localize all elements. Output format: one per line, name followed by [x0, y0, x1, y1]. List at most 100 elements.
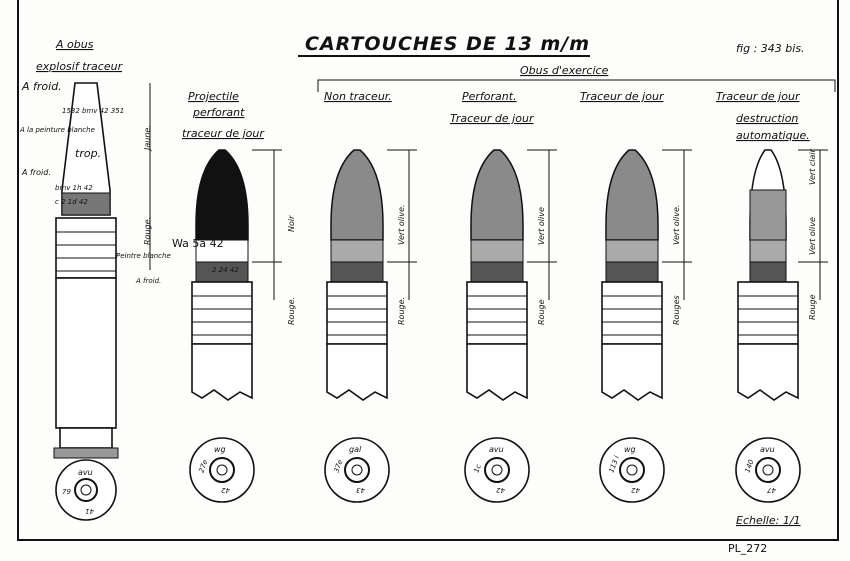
- cartridge-title-line: A obus: [55, 38, 94, 51]
- cartridge-1: A obus explosif traceur A froid. 1532 bmv 4…: [19, 38, 152, 521]
- driving-bands: [466, 281, 528, 345]
- annotation: Vert clair: [808, 148, 817, 185]
- headstamp-mark: 42: [631, 486, 640, 494]
- cartridge-case: [55, 277, 117, 429]
- base-headstamp: [735, 437, 801, 503]
- annotation: A froid.: [135, 277, 161, 285]
- figure-number: fig : 343 bis.: [736, 42, 805, 55]
- primer-ring: [344, 457, 370, 483]
- annotation: bmv 1h 42: [55, 184, 93, 192]
- cartridge-title-line: explosif traceur: [36, 60, 124, 73]
- headstamp-mark: 41: [85, 507, 94, 515]
- annotation: c 2 1d 42: [55, 198, 88, 206]
- annotation: Jaune.: [143, 125, 152, 152]
- cartridge-2: Projectile perforant traceur de jour Wa 5a …: [116, 90, 296, 503]
- red-band: [605, 261, 659, 283]
- projectile-nose: [195, 149, 249, 241]
- headstamp-mark: wg: [214, 445, 226, 454]
- primer: [80, 484, 92, 496]
- projectile-body: [605, 239, 659, 263]
- annotation: 1532 bmv 42 351: [62, 107, 124, 115]
- driving-bands: [326, 281, 388, 345]
- headstamp-mark: 47: [767, 486, 776, 494]
- primer-ring: [209, 457, 235, 483]
- base-headstamp: [55, 459, 117, 521]
- cartridge-title-line: perforant: [192, 106, 245, 119]
- cartridge-title-line: Traceur de jour: [580, 90, 665, 103]
- case-section: [601, 343, 663, 401]
- case-section: [466, 343, 528, 401]
- plate-number: PL_272: [728, 542, 767, 555]
- group-bracket: [317, 79, 836, 92]
- case-section: [191, 343, 253, 401]
- annotation: Vert olive: [537, 207, 546, 245]
- annotation: A froid.: [21, 168, 51, 177]
- driving-bands: [191, 281, 253, 345]
- cartridge-6: Traceur de jour destruction automatique. Ve…: [716, 90, 828, 503]
- projectile-body: [330, 239, 384, 263]
- annotation: Vert olive.: [672, 205, 681, 245]
- annotation: Wa 5a 42: [172, 237, 224, 250]
- headstamp-mark: 42: [496, 486, 505, 494]
- primer-ring: [619, 457, 645, 483]
- red-band: [749, 261, 787, 283]
- cartridge-title-line: Non traceur.: [324, 90, 392, 103]
- base-headstamp: [464, 437, 530, 503]
- primer: [762, 464, 774, 476]
- annotation: trop.: [75, 147, 101, 160]
- projectile-nose: [605, 149, 659, 241]
- case-section: [737, 343, 799, 401]
- annotation: Rouge: [537, 299, 546, 325]
- red-band: [470, 261, 524, 283]
- case-neck: [59, 427, 113, 449]
- annotation: Rouge.: [143, 217, 152, 245]
- primer: [351, 464, 363, 476]
- base-headstamp: [599, 437, 665, 503]
- cartridge-title-line: Perforant.: [462, 90, 517, 103]
- headstamp-mark: avu: [760, 445, 775, 454]
- case-section: [326, 343, 388, 401]
- projectile-nose: [470, 149, 524, 241]
- annotation: Vert olive: [808, 217, 817, 255]
- base-headstamp: [324, 437, 390, 503]
- red-band: [330, 261, 384, 283]
- annotation: 2 24 42: [212, 266, 239, 274]
- headstamp-mark: avu: [78, 468, 93, 477]
- headstamp-mark: avu: [489, 445, 504, 454]
- projectile-nose: [330, 149, 384, 241]
- page-title: CARTOUCHES DE 13 m/m: [305, 33, 590, 55]
- headstamp-mark: 42: [221, 486, 230, 494]
- annotation: Peintre blanche: [116, 252, 171, 260]
- primer-ring: [484, 457, 510, 483]
- annotation: A la peinture blanche: [19, 126, 95, 134]
- annotation: Vert olive.: [397, 205, 406, 245]
- cartridge-title-line: Traceur de jour: [450, 112, 535, 125]
- primer-ring: [755, 457, 781, 483]
- cartridge-title-line: traceur de jour: [182, 127, 265, 140]
- headstamp-mark: wg: [624, 445, 636, 454]
- annotation: Noir: [287, 215, 296, 232]
- cartridge-title-line: automatique.: [736, 129, 810, 142]
- primer: [216, 464, 228, 476]
- primer: [626, 464, 638, 476]
- driving-bands: [601, 281, 663, 345]
- annotation: Rouge.: [287, 297, 296, 325]
- cartridge-title-line: destruction: [736, 112, 798, 125]
- red-band: [61, 192, 111, 216]
- headstamp-mark: 79: [62, 488, 71, 496]
- olive-band: [749, 189, 787, 241]
- driving-bands: [55, 217, 117, 279]
- headstamp-mark: 43: [356, 486, 365, 494]
- primer-ring: [74, 478, 98, 502]
- annotation: Rouges: [672, 295, 681, 325]
- projectile-body: [470, 239, 524, 263]
- cartridge-title-line: Projectile: [188, 90, 239, 103]
- headstamp-mark: gal: [349, 445, 362, 454]
- cartridge-title-line: Traceur de jour: [716, 90, 801, 103]
- projectile-body: [749, 239, 787, 263]
- scale-label: Echelle: 1/1: [736, 514, 801, 527]
